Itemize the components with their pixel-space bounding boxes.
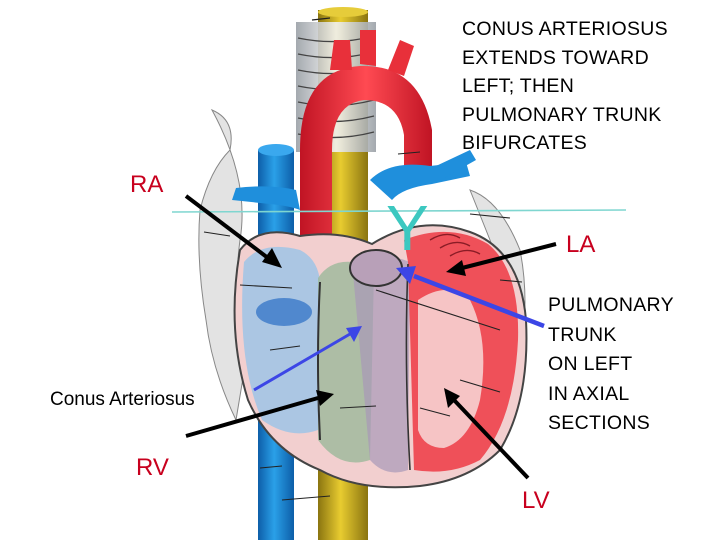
ra-label: RA xyxy=(130,171,164,198)
conus-description-line: LEFT; THEN xyxy=(462,75,575,97)
pulmonary-label-line: ON LEFT xyxy=(548,353,633,375)
la-label: LA xyxy=(566,231,596,258)
lv-arrow-head xyxy=(444,388,460,408)
lv-label: LV xyxy=(522,487,550,514)
pulmonary-label-line: IN AXIAL xyxy=(548,382,630,405)
pulmonary-label-line: TRUNK xyxy=(548,323,617,346)
conus-description-line: CONUS ARTERIOSUS xyxy=(462,18,668,40)
conus-arteriosus-label: Conus Arteriosus xyxy=(50,389,195,410)
rv-arrow xyxy=(185,396,319,438)
la-arrow-head xyxy=(446,260,466,276)
conus-description-label: CONUS ARTERIOSUS EXTENDS TOWARD LEFT; TH… xyxy=(462,15,668,158)
conus-description-line: PULMONARY TRUNK xyxy=(462,103,662,126)
aorta xyxy=(300,30,432,240)
pointer-arrows xyxy=(184,194,557,480)
pulmonary-trunk-label: PULMONARY TRUNK ON LEFT IN AXIAL SECTION… xyxy=(548,291,674,439)
pulmonary-arrow xyxy=(413,273,545,329)
y-marker-label: Y xyxy=(386,192,429,264)
rv-arrow-head xyxy=(316,390,334,406)
pulmonary-label-line: SECTIONS xyxy=(548,412,651,434)
ra-arrow-head xyxy=(262,248,282,268)
pulmonary-arrow-head xyxy=(396,266,416,284)
axial-plane-line xyxy=(171,209,627,213)
pulmonary-label-line: PULMONARY xyxy=(548,294,674,316)
rv-label: RV xyxy=(136,454,169,481)
lv-arrow xyxy=(452,398,530,480)
heart-body xyxy=(233,224,528,489)
conus-description-line: EXTENDS TOWARD xyxy=(462,46,649,69)
leader-lines xyxy=(203,151,523,501)
conus-arrow xyxy=(253,332,351,392)
conus-arrow-head xyxy=(346,326,362,342)
conus-description-line: BIFURCATES xyxy=(462,132,588,154)
ra-arrow xyxy=(184,194,270,260)
la-arrow xyxy=(461,242,557,270)
pulmonary-arteries xyxy=(232,150,476,210)
